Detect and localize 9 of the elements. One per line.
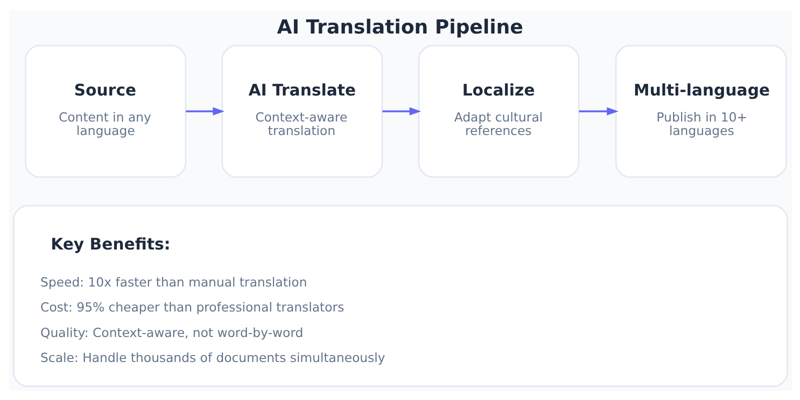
arrow: [382, 106, 421, 115]
node-box: Multi-language Publish in 10+ languages: [614, 44, 786, 178]
arrow: [578, 106, 618, 115]
node-box: AI Translate Context-aware translation: [221, 44, 382, 178]
node-box: Localize Adapt cultural references: [418, 44, 579, 178]
node-box: Source Content in any language: [24, 44, 186, 178]
node-box: Key Benefits: Speed: 10x faster than manual translation Cost: 95% cheaper than professional translators Quality: Context-aware, not word-by-word Scale: Handle thousands of documents simultaneously: [12, 204, 788, 386]
arrow: [185, 106, 224, 115]
diagram-title: AI Translation Pipeline: [276, 15, 523, 38]
